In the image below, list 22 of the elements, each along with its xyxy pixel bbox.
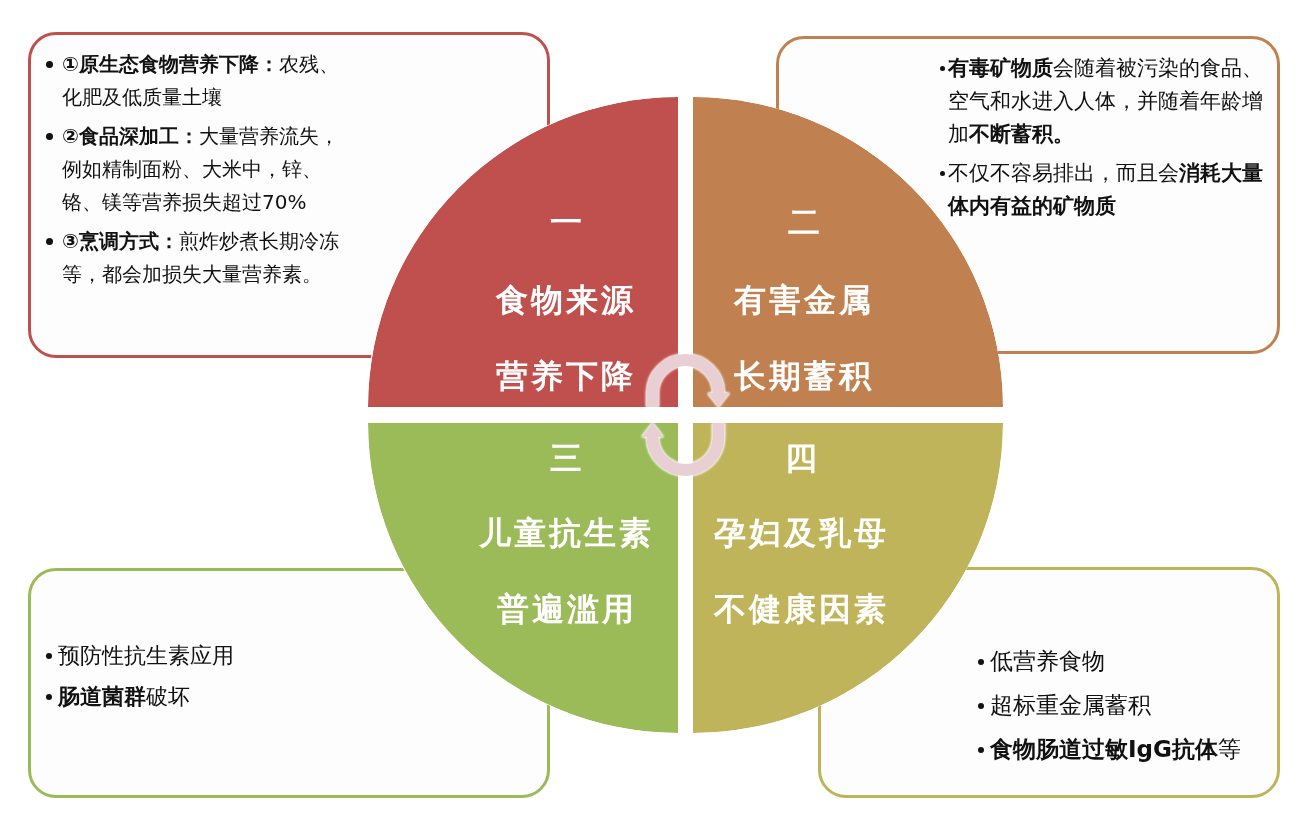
bullet-text: 食物肠道过敏IgG抗体等 <box>990 735 1242 764</box>
quadrant-number: 一 <box>549 202 583 242</box>
bullet-text: 超标重金属蓄积 <box>990 691 1152 720</box>
bullet-text: 低营养食物 <box>990 647 1106 676</box>
quadrant-sector <box>368 97 678 407</box>
bullet-text: ②食品深加工：大量营养流失，例如精制面粉、大米中，锌、铬、镁等营养损失超过70% <box>62 123 340 216</box>
bullet-text: 肠道菌群破坏 <box>58 683 191 711</box>
quadrant-number: 四 <box>784 438 818 478</box>
cycle-arrow <box>646 354 730 407</box>
quadrant-sector <box>368 423 678 733</box>
bullet-text: 预防性抗生素应用 <box>58 642 235 670</box>
quadrant-title: 儿童抗生素普遍滥用 <box>478 513 655 630</box>
cycle-arrow <box>641 423 725 476</box>
quadrant-number: 三 <box>549 438 583 478</box>
quadrant-title: 孕妇及乳母不健康因素 <box>712 513 890 630</box>
quadrant-title: 有害金属长期蓄积 <box>732 280 875 397</box>
quadrant-title: 食物来源营养下降 <box>495 280 637 397</box>
quadrant-number: 二 <box>787 202 821 242</box>
bullet-text: ③烹调方式：煎炸炒煮长期冷冻等，都会加损失大量营养素。 <box>62 228 340 288</box>
bullet-text: 不仅不容易排出，而且会消耗大量体内有益的矿物质 <box>948 160 1264 220</box>
bullet-text: 有毒矿物质会随着被污染的食品、空气和水进入人体，并随着年龄增加不断蓄积。 <box>948 55 1264 148</box>
bullet-text: ①原生态食物营养下降：农残、化肥及低质量土壤 <box>62 51 340 111</box>
